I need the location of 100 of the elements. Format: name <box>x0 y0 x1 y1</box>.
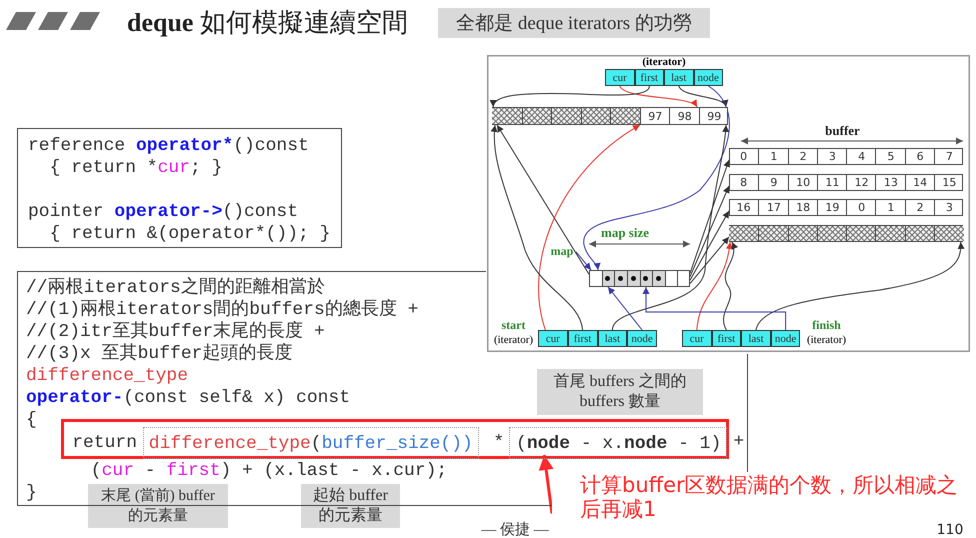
array-cell: 17 <box>758 200 788 215</box>
array-cell: 1 <box>875 200 906 215</box>
map-label: map <box>548 243 576 259</box>
array-cell: 11 <box>816 175 847 190</box>
code-text: difference_type <box>26 365 188 387</box>
array-cell: 15 <box>934 175 964 190</box>
code-text: - <box>144 460 156 482</box>
code-text: reference <box>28 135 126 157</box>
field-cell: cur <box>605 69 634 86</box>
array-cell: 2 <box>788 149 818 164</box>
field-cell: cur <box>682 330 712 347</box>
code-text: + <box>733 431 744 453</box>
code-text: (node - x.node - 1) <box>516 433 722 455</box>
field-cell: last <box>664 69 694 86</box>
code-text: { return &(operator*()); } <box>50 223 330 245</box>
code-text: return <box>72 432 137 454</box>
array-cell: 2 <box>904 200 935 215</box>
code-text: //(1)兩根iterators間的buffers的總長度 + <box>26 299 418 320</box>
array-cell: 99 <box>698 108 729 124</box>
array-cell: 12 <box>846 175 876 190</box>
title: deque 如何模擬連續空間 <box>127 7 408 39</box>
connector <box>612 124 729 330</box>
code-text: operator-> <box>114 201 222 223</box>
buffer-array <box>492 107 728 125</box>
code-text: operator* <box>136 135 234 157</box>
code-text: difference_type <box>148 433 311 455</box>
code-text: buffer_size() <box>322 433 462 455</box>
iterator-label: (iterator) <box>641 55 687 69</box>
buffer-array <box>729 174 963 191</box>
array-cell-text: 16 <box>736 200 752 215</box>
field-cell: first <box>568 330 598 347</box>
iterator-name: finish <box>811 318 842 332</box>
highlight-frame <box>61 419 729 459</box>
code-text: ()const <box>233 135 309 157</box>
code-text: //(3)x 至其buffer起頭的長度 <box>26 343 292 365</box>
footer-text: — 侯捷 — <box>480 522 550 538</box>
code-text: } <box>26 482 37 504</box>
array-cell: 0 <box>846 200 876 215</box>
note-box: 起始 buffer 的元素量 <box>301 484 400 528</box>
dotted-frame <box>509 427 727 459</box>
connector <box>491 86 650 108</box>
array-cell: 3 <box>816 149 847 164</box>
array-cell: 6 <box>904 149 935 164</box>
field-cell: last <box>741 330 771 347</box>
connector <box>690 236 730 284</box>
array-cell: 7 <box>934 149 964 164</box>
code-text: (const self& x) const <box>123 387 350 409</box>
field-cell: cur <box>538 330 568 347</box>
code-text: ( <box>310 433 322 455</box>
code-text: { return * <box>50 157 158 179</box>
array-cell: 3 <box>934 200 964 215</box>
code-text: { <box>26 409 37 431</box>
arrow <box>538 454 554 514</box>
connector <box>496 124 590 275</box>
array-cell: 1 <box>758 149 788 164</box>
code-text: //(2)itr至其buffer末尾的長度 + <box>26 321 325 342</box>
connector <box>690 185 730 278</box>
dotted-frame <box>143 427 479 459</box>
field-cell: last <box>598 330 628 347</box>
array-cell: 9 <box>758 175 788 190</box>
buffer-array <box>729 199 963 216</box>
connector <box>696 242 733 330</box>
connector <box>678 86 727 108</box>
connector <box>576 251 592 270</box>
subtitle-box: 全都是 deque iterators 的功勞 <box>438 8 710 38</box>
page-number: 110 <box>936 522 964 538</box>
code-text: ( <box>90 460 102 482</box>
connector <box>619 86 698 108</box>
iterator-name: start <box>500 318 526 332</box>
code-text: cur <box>102 460 134 482</box>
array-cell: 5 <box>875 149 906 164</box>
array-cell: 14 <box>904 175 935 190</box>
array-cell: 10 <box>788 175 818 190</box>
connector <box>538 124 640 330</box>
code-text: * <box>493 432 504 454</box>
field-cell: node <box>627 330 657 347</box>
connector <box>690 159 730 274</box>
code-text: ; } <box>190 157 222 179</box>
connector <box>723 242 738 330</box>
array-cell: 97 <box>640 108 670 124</box>
array-cell: 98 <box>669 108 700 124</box>
iterator-label: (iterator) <box>492 333 534 347</box>
dimension-label: buffer <box>824 124 861 138</box>
code-text: operator- <box>26 387 124 409</box>
array-cell-text: 0 <box>739 149 748 164</box>
note-box: 首尾 buffers 之間的 buffers 數量 <box>537 369 703 415</box>
field-cell: node <box>694 69 723 86</box>
connector <box>584 86 730 270</box>
connector <box>690 210 730 281</box>
field-cell: first <box>634 69 664 86</box>
array-cell-text: 8 <box>739 175 748 190</box>
code-text: //兩根iterators之間的距離相當於 <box>26 277 325 299</box>
field-cell: first <box>712 330 742 347</box>
hatched-array <box>729 225 963 242</box>
array-cell: 19 <box>816 200 847 215</box>
iterator-label: (iterator) <box>806 333 848 347</box>
code-box <box>17 128 342 248</box>
code-text: ()const <box>222 201 298 223</box>
code-text: cur <box>158 157 190 179</box>
array-cell: 18 <box>788 200 818 215</box>
